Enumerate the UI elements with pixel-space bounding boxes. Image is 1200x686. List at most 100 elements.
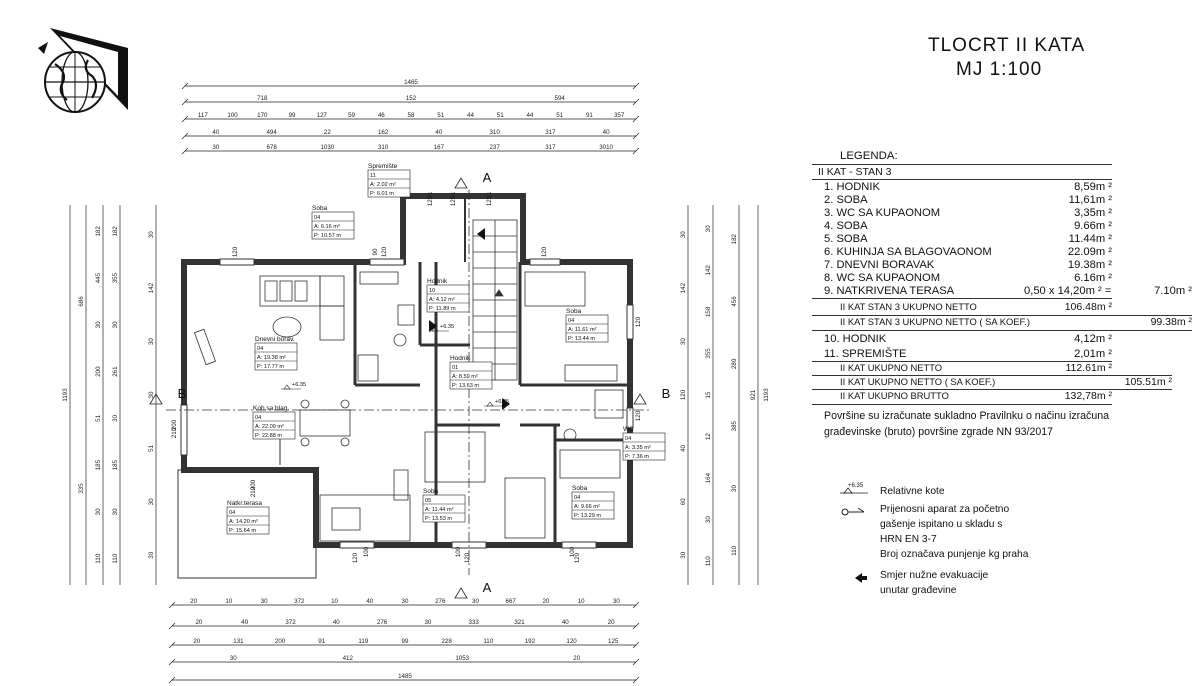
dimension-label: 355 [705,348,712,359]
room-name: Hodnik [427,278,448,285]
room-area: A: 8.59 m² [452,374,478,380]
left-dimension-labels: 1193686335182445302005118530110182355302… [62,226,155,564]
dimension-label: 310 [489,129,500,136]
dimension-label: 110 [95,553,102,563]
divider [812,389,1172,390]
room-area: A: 9.66 m² [574,504,600,510]
dimension-label: 51 [556,112,563,119]
dimension-label: 110 [731,545,738,555]
dimension-label: 3010 [599,144,613,151]
dimension-label: 200 [95,366,102,377]
dimension-label: 110 [112,553,119,563]
dimension-label: 170 [257,112,268,119]
room-perimeter: P: 13.29 m [574,513,601,519]
dimension-label: 280 [731,358,738,369]
dimension-label: 20 [573,655,580,662]
fire-extinguisher-icon [841,507,865,516]
dimension-label: 30 [680,338,687,345]
legend-row-terrace: 9. NATKRIVENA TERASA 0,50 x 14,20m ² = 7… [824,285,1192,297]
dimension-label: 30 [148,391,155,398]
dimension-label: 40 [212,129,219,136]
dimension-label: 1030 [320,144,334,151]
dimension-label: 100 [227,112,238,119]
section-marker-a: A [454,170,492,189]
section-marker-b: B [149,386,187,405]
section-label: B [178,386,187,401]
room-area: A: 22.09 m² [255,424,284,430]
dimension-label: 30 [95,508,102,515]
symbol-row-evacuation: Smjer nužne evakuacije unutar građevine [812,568,1192,602]
drawing-title: TLOCRT II KATA [928,35,1086,56]
room-name: Spremište [368,163,398,170]
room-perimeter: P: 7.36 m [625,454,649,460]
dimension-label: 686 [78,296,85,307]
dimension-label: 59 [348,112,355,119]
room-perimeter: P: 11.89 m [429,306,456,312]
dimension-label: 412 [343,655,354,662]
room-perimeter: P: 6.01 m [370,191,394,197]
dimension-label: 30 [148,338,155,345]
dimension-label: 667 [506,598,517,605]
dimension-label: 131 [233,638,244,645]
opening-label: 120 [464,552,471,563]
room-number: 01 [452,365,458,371]
dimension-label: 158 [705,306,712,317]
drawing-scale: MJ 1:100 [956,59,1043,80]
left-dimension-chains [69,205,157,585]
divider [812,164,1112,165]
dimension-label: 594 [555,95,566,102]
opening-label: 128 [427,195,434,206]
level-value: +6.35 [440,324,454,330]
room-name: Dnevni borav. [255,336,295,343]
dimension-label: 99 [289,112,296,119]
section-label: A [483,580,492,595]
dimension-label: 46 [378,112,385,119]
dimension-label: 182 [731,233,738,244]
room-area: A: 11.44 m² [425,507,454,513]
dimension-label: 91 [318,638,325,645]
level-marker: +6.35 [429,324,454,332]
compass-logo-icon [38,28,128,113]
dimension-label: 237 [489,144,500,151]
room-number: 05 [425,498,431,504]
room-name: Soba [423,488,439,495]
building-walls [177,193,633,579]
dimension-label: 15 [705,391,712,398]
dimension-label: 40 [241,619,248,626]
dimension-label: 30 [148,231,155,238]
divider [812,315,1192,316]
dimension-label: 30 [705,225,712,232]
dimension-label: 1193 [62,388,69,402]
room-perimeter: P: 15.64 m [229,528,256,534]
room-area: A: 19.38 m² [257,355,286,361]
dimension-label: 30 [112,321,119,328]
dimension-label: 276 [377,619,388,626]
dimension-label: 167 [434,144,445,151]
dimension-label: 110 [483,638,493,645]
room-name: Hodnik [450,355,471,362]
dimension-label: 10 [331,598,338,605]
divider [812,375,1172,376]
dimension-label: 30 [731,485,738,492]
dimension-label: 44 [526,112,533,119]
dimension-label: 30 [112,508,119,515]
dimension-label: 51 [497,112,504,119]
room-number: 04 [574,495,580,501]
dimension-label: 58 [408,112,415,119]
legend-subheading: II KAT - STAN 3 [818,166,892,178]
opening-label: 128 [450,195,457,206]
dimension-label: 30 [95,321,102,328]
section-marker-a: A [454,580,492,599]
dimension-label: 456 [731,296,738,307]
room-number: 04 [625,436,631,442]
staircase [472,219,518,381]
